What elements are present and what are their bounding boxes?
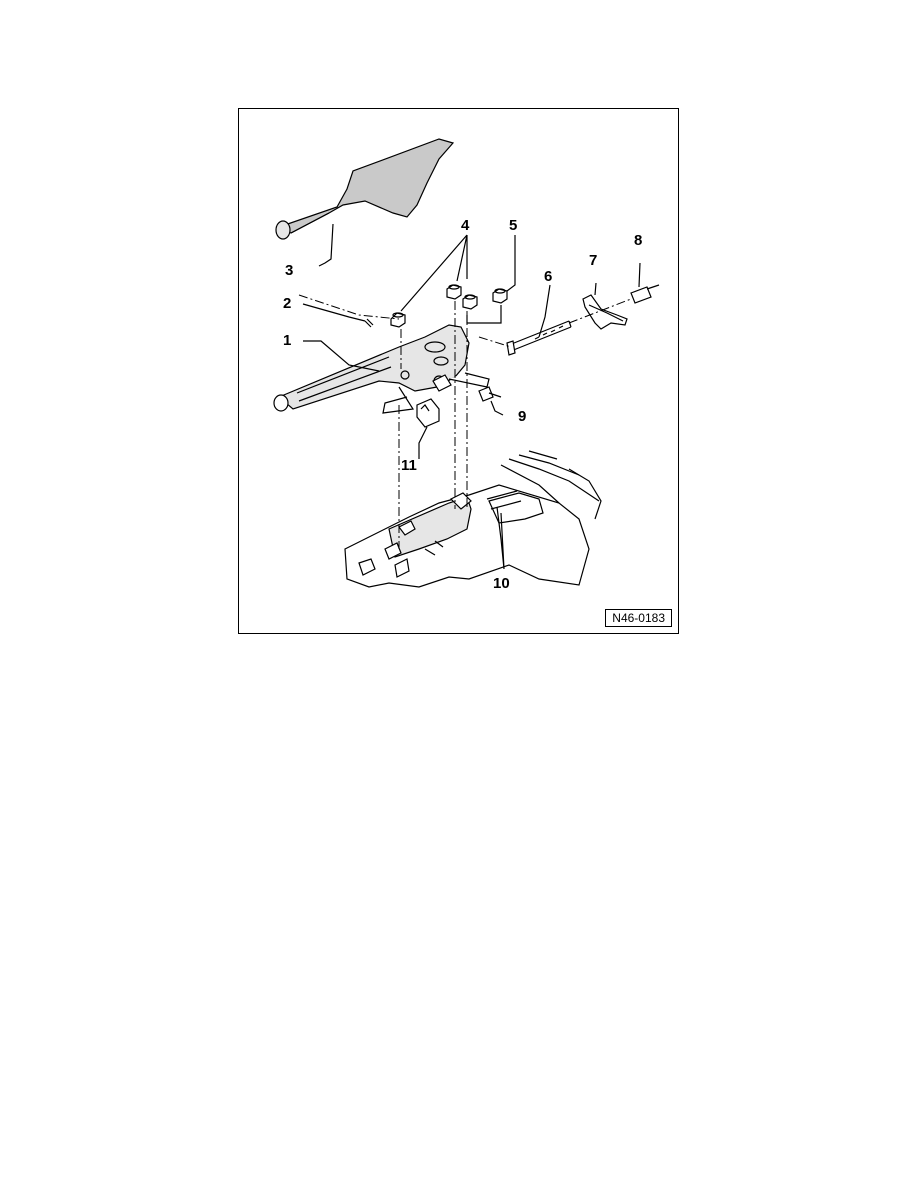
- adjusting-nut: [630, 286, 652, 304]
- pin: [364, 318, 374, 328]
- callout-8: 8: [634, 232, 642, 249]
- switch: [416, 398, 440, 428]
- callout-10: 10: [493, 575, 510, 592]
- callout-7: 7: [589, 252, 597, 269]
- lever-boot: [277, 138, 455, 234]
- callout-6: 6: [544, 268, 552, 285]
- callout-1: 1: [283, 332, 291, 349]
- nut-4b: [446, 284, 462, 300]
- nut-4c: [462, 294, 478, 310]
- callout-2: 2: [283, 295, 291, 312]
- lever-grip-end: [273, 394, 289, 412]
- nut-4a: [390, 312, 406, 328]
- nut-5: [492, 288, 508, 304]
- adjusting-rod: [508, 320, 572, 352]
- callout-11: 11: [401, 457, 417, 474]
- bolt: [478, 386, 502, 402]
- figure-id-label: N46-0183: [605, 609, 672, 627]
- callout-5: 5: [509, 217, 517, 234]
- callout-3: 3: [285, 262, 293, 279]
- handbrake-lever: [277, 324, 470, 410]
- exploded-diagram: 1 2 3 4 5 6 7 8 9 10 11 N46-0183: [238, 108, 679, 634]
- lever-bracket: [382, 372, 490, 414]
- diagram-drawing: 1 2 3 4 5 6 7 8 9 10 11: [273, 138, 660, 592]
- callout-4: 4: [461, 217, 470, 234]
- callout-9: 9: [518, 408, 526, 425]
- lever-boot-grip-end: [275, 220, 291, 240]
